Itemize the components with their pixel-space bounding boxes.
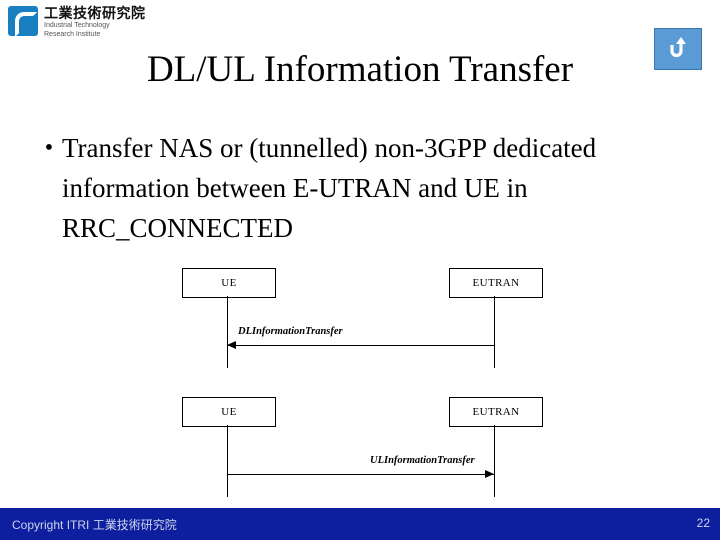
itri-logo-chinese-name: 工業技術研究院	[44, 6, 146, 22]
itri-logo-english-name: Industrial Technology Research Institute	[44, 21, 110, 39]
lifeline-ue-ul	[227, 425, 228, 497]
back-button[interactable]	[654, 28, 702, 70]
node-ue-ul: UE	[182, 397, 276, 427]
node-ue-dl: UE	[182, 268, 276, 298]
footer-copyright: Copyright ITRI 工業技術研究院	[12, 518, 177, 532]
message-arrowhead-ul	[485, 470, 494, 478]
itri-logo-mark-icon	[8, 6, 38, 37]
lifeline-ue-dl	[227, 296, 228, 368]
node-eutran-dl: EUTRAN	[449, 268, 543, 298]
message-label-dl: DLInformationTransfer	[238, 326, 343, 337]
message-arrow-dl	[227, 345, 494, 346]
sequence-dl-information-transfer: UE EUTRAN DLInformationTransfer	[182, 268, 543, 378]
lifeline-eutran-dl	[494, 296, 495, 368]
message-label-ul: ULInformationTransfer	[370, 455, 475, 466]
message-arrowhead-dl	[227, 341, 236, 349]
itri-logo-english-line1: Industrial Technology	[44, 22, 110, 29]
lifeline-eutran-ul	[494, 425, 495, 497]
bullet-marker: •	[44, 135, 54, 161]
back-arrow-icon	[670, 37, 686, 58]
itri-logo: 工業技術研究院 Industrial Technology Research I…	[8, 2, 168, 40]
page-title: DL/UL Information Transfer	[146, 49, 574, 90]
bullet-list-item: • Transfer NAS or (tunnelled) non-3GPP d…	[36, 128, 696, 248]
sequence-diagram: UE EUTRAN DLInformationTransfer UE EUTRA…	[0, 260, 720, 510]
message-arrow-ul	[227, 474, 494, 475]
page-number: 22	[696, 516, 710, 530]
itri-logo-english-line2: Research Institute	[44, 31, 101, 38]
footer-bar: Copyright ITRI 工業技術研究院 22	[0, 508, 720, 540]
sequence-ul-information-transfer: UE EUTRAN ULInformationTransfer	[182, 397, 543, 507]
bullet-text: Transfer NAS or (tunnelled) non-3GPP ded…	[62, 133, 597, 243]
node-eutran-ul: EUTRAN	[449, 397, 543, 427]
